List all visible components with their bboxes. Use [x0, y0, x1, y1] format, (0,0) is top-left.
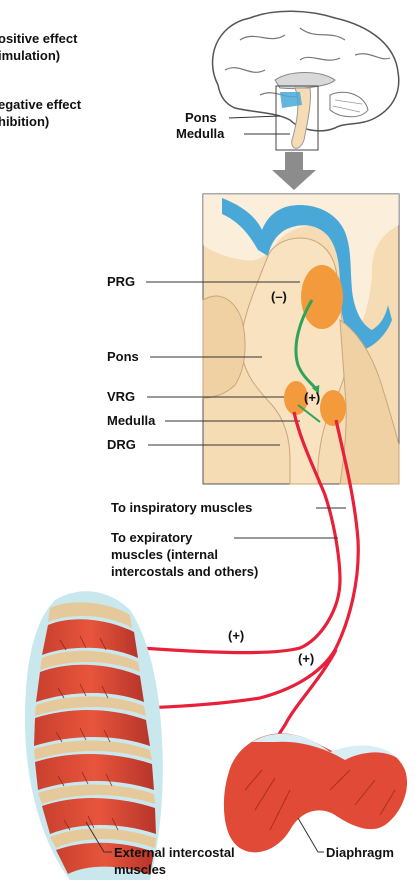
- rib-cage: [25, 591, 163, 880]
- prg-label: PRG: [107, 274, 135, 290]
- medulla-label: Medulla: [107, 413, 155, 429]
- diaphragm-leader: [298, 818, 324, 852]
- drg-nucleus: [320, 390, 346, 426]
- legend-negative-line1: egative effect: [0, 97, 81, 113]
- expiratory-label-line2: muscles (internal: [111, 547, 218, 563]
- external-intercostal-label-line1: External intercostal: [114, 845, 235, 861]
- brain-illustration: [213, 11, 399, 150]
- external-intercostal-label-line2: muscles: [114, 862, 166, 878]
- legend-positive-line1: ositive effect: [0, 31, 77, 47]
- drg-label: DRG: [107, 437, 136, 453]
- diaphragm-stimulation-sign: (+): [298, 651, 314, 667]
- inspiratory-label: To inspiratory muscles: [111, 500, 252, 516]
- legend-negative-line2: hibition): [0, 114, 49, 130]
- inhibition-sign: (–): [271, 289, 287, 305]
- brain-medulla-label: Medulla: [176, 126, 224, 142]
- expiratory-label-line3: intercostals and others): [111, 564, 258, 580]
- pons-label: Pons: [107, 349, 139, 365]
- brain-pons-label: Pons: [185, 110, 217, 126]
- zoom-down-arrow: [272, 152, 316, 190]
- diaphragm-illustration: [224, 733, 407, 852]
- legend-positive-line2: imulation): [0, 48, 60, 64]
- diaphragm-label: Diaphragm: [326, 845, 394, 861]
- vrg-stimulation-sign: (+): [304, 390, 320, 406]
- expiratory-label-line1: To expiratory: [111, 530, 192, 546]
- vrg-label: VRG: [107, 389, 135, 405]
- intercostal-stimulation-sign: (+): [228, 628, 244, 644]
- pons-small-leader: [229, 116, 280, 118]
- prg-nucleus: [301, 265, 343, 329]
- brainstem-panel: [203, 194, 399, 484]
